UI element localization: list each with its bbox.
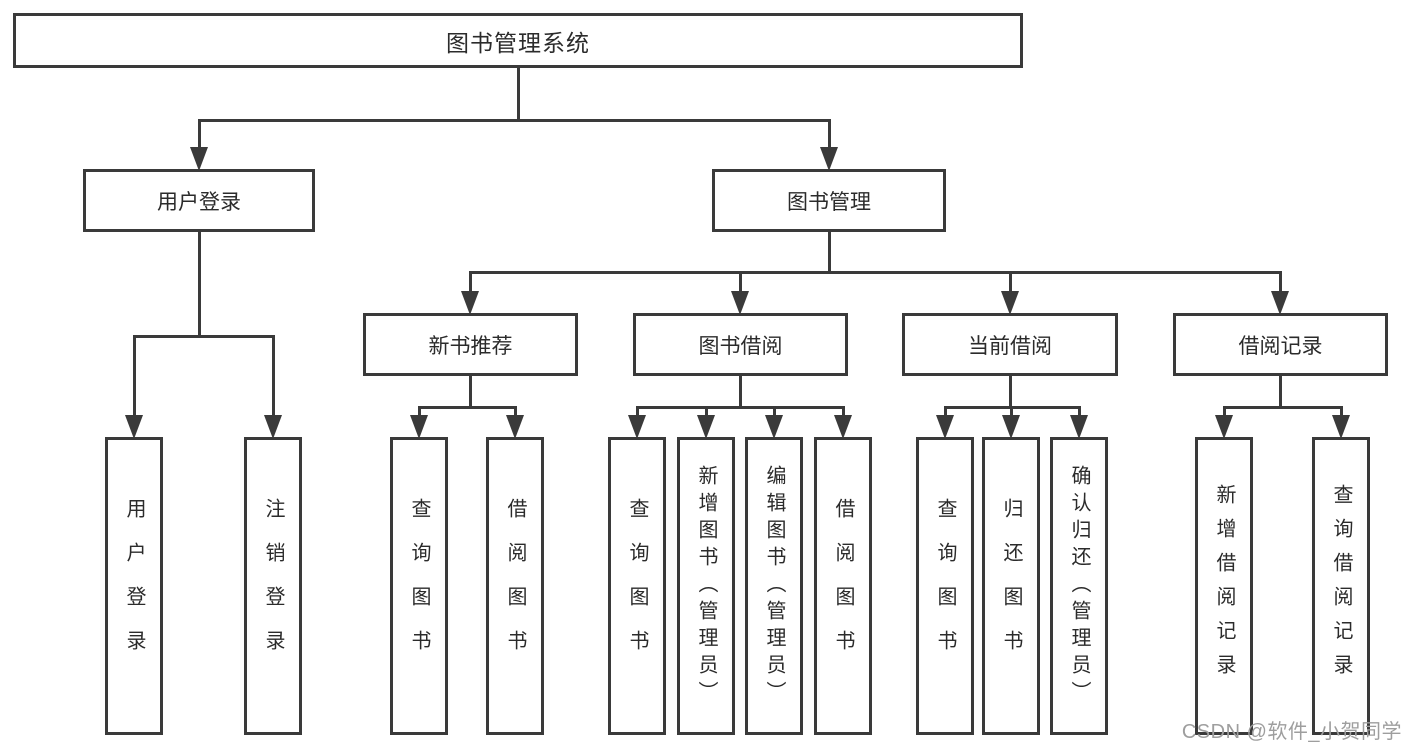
leaf-cb-return-book: 归还图书 [982,437,1040,735]
connector-line [468,271,1282,274]
connector-line [271,335,275,417]
connector-line [197,119,201,149]
leaf-label: 借阅图书 [504,498,526,674]
node-book-borrow: 图书借阅 [633,313,848,376]
connector-line [841,406,845,417]
arrow-down-icon [125,415,143,439]
leaf-bb-query-book: 查询图书 [608,437,666,735]
connector-line [827,119,831,149]
arrow-down-icon [410,415,428,439]
leaf-bb-add-book-admin: 新增图书（管理员） [677,437,735,735]
node-book-management: 图书管理 [712,169,946,232]
connector-line [1339,406,1343,417]
connector-line [197,230,201,338]
connector-line [1222,406,1226,417]
leaf-label: 编辑图书（管理员） [763,464,785,708]
connector-line [417,406,421,417]
leaf-label: 查询图书 [934,498,956,674]
connector-line [1279,374,1282,409]
node-label: 用户登录 [157,190,241,214]
leaf-label: 确认归还（管理员） [1068,464,1090,708]
leaf-label: 新增图书（管理员） [695,464,717,708]
arrow-down-icon [264,415,282,439]
connector-line [772,406,776,417]
arrow-down-icon [506,415,524,439]
connector-line [943,406,947,417]
connector-line [1009,406,1013,417]
arrow-down-icon [834,415,852,439]
leaf-bb-edit-book-admin: 编辑图书（管理员） [745,437,803,735]
leaf-label: 查询图书 [408,498,430,674]
leaf-label: 新增借阅记录 [1213,484,1235,688]
node-label: 图书管理系统 [446,29,590,56]
connector-line [197,119,831,122]
connector-line [1279,271,1282,293]
node-new-book-recommend: 新书推荐 [363,313,578,376]
node-user-login: 用户登录 [83,169,315,232]
arrow-down-icon [1215,415,1233,439]
connector-line [469,374,472,409]
connector-line [132,335,136,417]
leaf-br-add-record: 新增借阅记录 [1195,437,1253,735]
arrow-down-icon [461,291,479,315]
connector-line [513,406,517,417]
leaf-cb-query-book: 查询图书 [916,437,974,735]
connector-line [516,66,520,122]
node-label: 图书管理 [787,190,871,214]
node-label: 新书推荐 [428,334,513,358]
connector-line [704,406,708,417]
arrow-down-icon [820,147,838,171]
connector-line [417,406,517,409]
leaf-label: 借阅图书 [832,498,854,674]
arrow-down-icon [765,415,783,439]
arrow-down-icon [1332,415,1350,439]
leaf-label: 用户登录 [123,498,145,674]
node-label: 图书借阅 [698,334,783,358]
leaf-label: 归还图书 [1000,498,1022,674]
connector-line [468,271,472,293]
leaf-label: 注销登录 [262,498,284,674]
connector-line [1222,406,1343,409]
arrow-down-icon [697,415,715,439]
node-current-borrow: 当前借阅 [902,313,1118,376]
connector-line [132,335,275,338]
arrow-down-icon [731,291,749,315]
node-label: 当前借阅 [968,334,1052,358]
arrow-down-icon [936,415,954,439]
connector-line [1008,374,1012,409]
connector-line [1008,271,1012,293]
connector-line [739,374,742,409]
arrow-down-icon [1002,415,1020,439]
node-label: 借阅记录 [1238,334,1323,358]
connector-line [635,406,639,417]
leaf-label: 查询图书 [626,498,648,674]
leaf-nb-query-book: 查询图书 [390,437,448,735]
arrow-down-icon [628,415,646,439]
arrow-down-icon [1070,415,1088,439]
watermark: CSDN @软件_小贺同学 [1181,721,1402,743]
connector-line [739,271,742,293]
connector-line [827,230,831,274]
connector-line [1077,406,1081,417]
leaf-bb-borrow-book: 借阅图书 [814,437,872,735]
arrow-down-icon [1271,291,1289,315]
leaf-logout: 注销登录 [244,437,302,735]
leaf-label: 查询借阅记录 [1330,484,1352,688]
arrow-down-icon [1001,291,1019,315]
arrow-down-icon [190,147,208,171]
connector-line [635,406,845,409]
leaf-user-login: 用户登录 [105,437,163,735]
leaf-cb-confirm-return-admin: 确认归还（管理员） [1050,437,1108,735]
leaf-nb-borrow-book: 借阅图书 [486,437,544,735]
node-system-root: 图书管理系统 [13,13,1023,68]
leaf-br-query-record: 查询借阅记录 [1312,437,1370,735]
node-borrow-records: 借阅记录 [1173,313,1388,376]
